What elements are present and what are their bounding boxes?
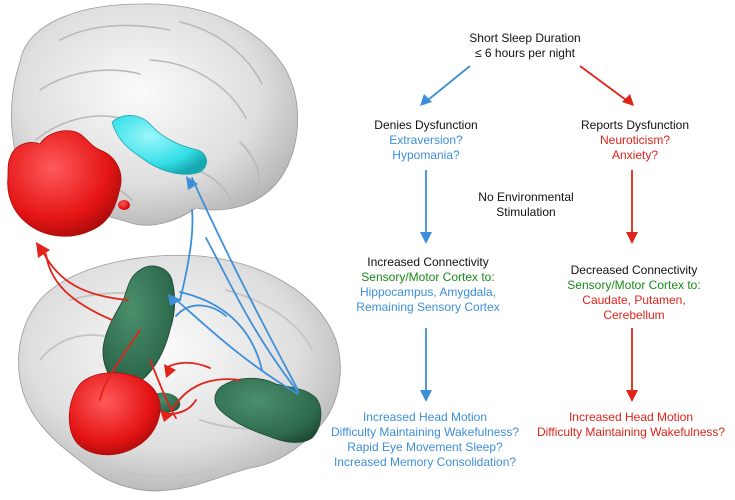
left-trait-1: Extraversion?	[389, 133, 463, 147]
flowchart-arrowheads	[420, 94, 638, 402]
right-connectivity-node: Decreased Connectivity Sensory/Motor Cor…	[567, 263, 700, 323]
left-connectivity-title: Increased Connectivity	[367, 255, 489, 269]
cyan-structure	[111, 115, 207, 175]
left-outcome-1: Increased Head Motion	[362, 410, 488, 424]
lower-brain-surface	[18, 254, 341, 492]
upper-red-blob	[118, 200, 130, 210]
right-traits-node: Reports Dysfunction Neuroticism? Anxiety…	[581, 118, 689, 163]
left-connectivity-target-1: Hippocampus, Amygdala,	[359, 285, 497, 299]
lower-red-structure	[68, 372, 161, 456]
arrow-top-to-left	[427, 65, 471, 101]
flowchart-arrows	[425, 65, 633, 392]
arrow-top-to-right	[579, 65, 627, 101]
left-outcome-2: Difficulty Maintaining Wakefulness?	[330, 425, 520, 439]
left-connectivity-source: Sensory/Motor Cortex to:	[361, 270, 495, 284]
top-line-2: ≤ 6 hours per night	[475, 46, 575, 60]
right-outcomes-node: Increased Head Motion Difficulty Maintai…	[537, 410, 725, 440]
brain-blue-arrows	[173, 177, 299, 395]
brain-medial-view-icon	[7, 3, 299, 237]
left-trait-2: Hypomania?	[392, 148, 460, 162]
upper-red-structure	[7, 130, 122, 237]
right-connectivity-target-1: Caudate, Putamen,	[582, 293, 686, 307]
right-connectivity-source: Sensory/Motor Cortex to:	[567, 278, 701, 292]
left-outcome-3: Rapid Eye Movement Sleep?	[347, 440, 503, 454]
top-node: Short Sleep Duration ≤ 6 hours per night	[469, 31, 580, 61]
brain-red-arrowheads	[36, 242, 176, 422]
green-cerebellar-region	[214, 377, 322, 443]
left-connectivity-target-2: Remaining Sensory Cortex	[356, 300, 500, 314]
middle-line-2: Stimulation	[496, 205, 556, 219]
right-heading: Reports Dysfunction	[580, 118, 690, 132]
right-trait-1: Neuroticism?	[599, 133, 671, 147]
right-outcome-2: Difficulty Maintaining Wakefulness?	[536, 425, 726, 439]
left-connectivity-node: Increased Connectivity Sensory/Motor Cor…	[356, 255, 499, 315]
left-outcomes-node: Increased Head Motion Difficulty Maintai…	[331, 410, 519, 470]
brain-red-arrows	[41, 249, 241, 419]
left-traits-node: Denies Dysfunction Extraversion? Hypoman…	[374, 118, 477, 163]
right-connectivity-title: Decreased Connectivity	[570, 263, 698, 277]
left-outcome-4: Increased Memory Consolidation?	[333, 455, 517, 469]
right-trait-2: Anxiety?	[611, 148, 659, 162]
top-line-1: Short Sleep Duration	[469, 31, 581, 45]
right-connectivity-target-2: Cerebellum	[603, 308, 665, 322]
left-heading: Denies Dysfunction	[374, 118, 478, 132]
brain-inflated-view-icon	[18, 254, 341, 492]
brain-blue-arrowheads	[168, 176, 198, 306]
middle-line-1: No Environmental	[478, 190, 574, 204]
right-outcome-1: Increased Head Motion	[568, 410, 694, 424]
middle-label: No Environmental Stimulation	[478, 190, 573, 220]
